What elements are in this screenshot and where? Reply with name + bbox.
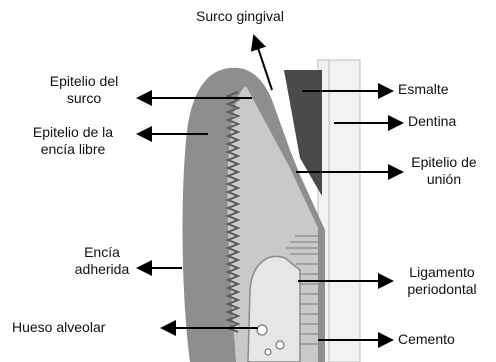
label-encia-adherida: Encía adherida xyxy=(70,244,134,278)
label-dentina: Dentina xyxy=(408,113,456,130)
label-epitelio-union-line1: Epitelio de xyxy=(402,154,486,171)
label-epitelio-surco-line2: surco xyxy=(36,90,132,107)
label-cemento: Cemento xyxy=(398,331,455,348)
label-epitelio-surco: Epitelio del surco xyxy=(36,73,132,107)
label-surco-gingival: Surco gingival xyxy=(196,8,284,25)
label-encia-adherida-line2: adherida xyxy=(70,261,134,278)
label-encia-adherida-line1: Encía xyxy=(70,244,134,261)
label-epitelio-encia-libre-line2: encía libre xyxy=(18,141,128,158)
label-ligamento-periodontal: Ligamento periodontal xyxy=(396,264,488,298)
label-ligamento-periodontal-line1: Ligamento xyxy=(396,264,488,281)
alveolar-bone xyxy=(248,256,300,362)
label-esmalte: Esmalte xyxy=(398,81,449,98)
label-hueso-alveolar: Hueso alveolar xyxy=(12,319,105,336)
label-epitelio-encia-libre-line1: Epitelio de la xyxy=(18,124,128,141)
label-epitelio-encia-libre: Epitelio de la encía libre xyxy=(18,124,128,158)
label-epitelio-surco-line1: Epitelio del xyxy=(36,73,132,90)
label-epitelio-union-line2: unión xyxy=(402,171,486,188)
label-epitelio-union: Epitelio de unión xyxy=(402,154,486,188)
label-ligamento-periodontal-line2: periodontal xyxy=(396,281,488,298)
